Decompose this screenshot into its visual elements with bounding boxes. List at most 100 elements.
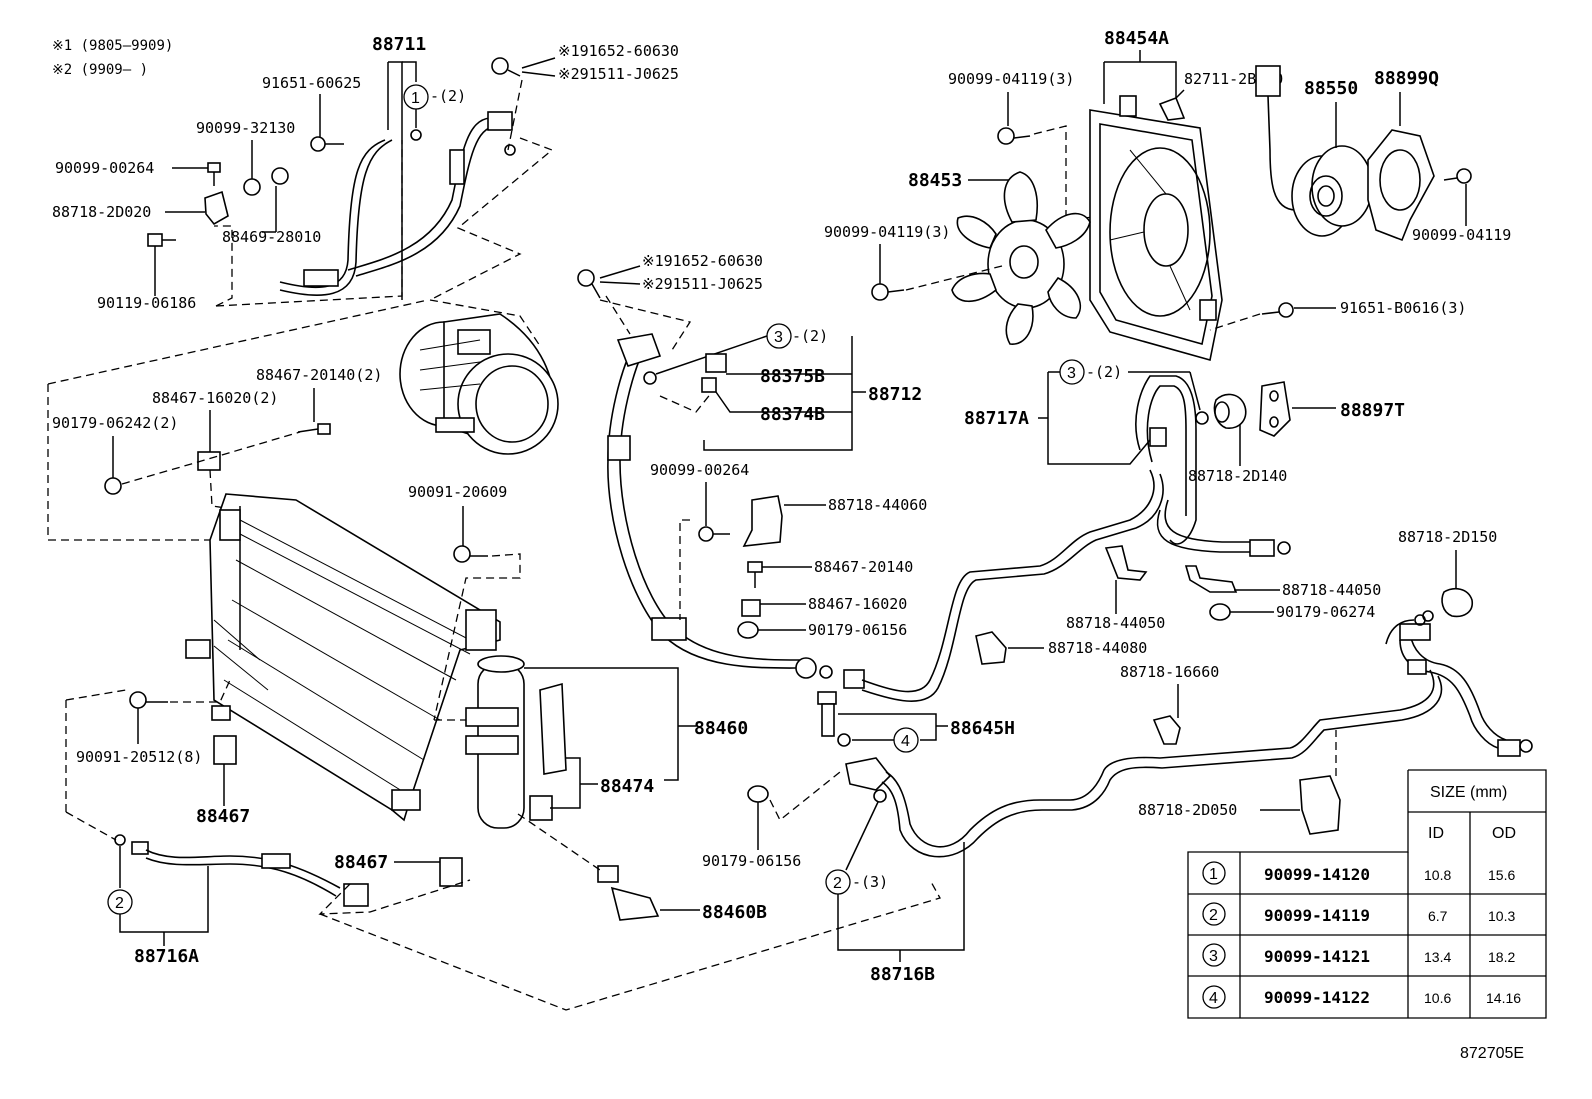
table-row-2-num: 2 [1209, 907, 1218, 924]
filter-element [529, 682, 567, 821]
label-91651-60625[interactable]: 91651-60625 [262, 74, 361, 92]
size-table-col-id: ID [1428, 825, 1444, 842]
label-90179-06156-b[interactable]: 90179-06156 [702, 852, 801, 870]
motor-cover [1367, 129, 1435, 242]
right-clamp-group: 88718-2D150 88718-44050 88718-44050 9017… [975, 528, 1497, 835]
table-row-2-od: 10.3 [1488, 908, 1515, 924]
label-88469-28010[interactable]: 88469-28010 [222, 228, 321, 246]
bolt-icon [147, 233, 176, 247]
label-88467-a[interactable]: 88467 [196, 806, 250, 827]
callout-2-b-qty: -(3) [852, 873, 888, 891]
label-88375B[interactable]: 88375B [760, 366, 825, 387]
table-row-4-part[interactable]: 90099-14122 [1264, 988, 1370, 1007]
label-88718-44080[interactable]: 88718-44080 [1048, 639, 1147, 657]
clamp-icon [975, 631, 1007, 665]
label-note1-91652-60630-b[interactable]: ※191652-60630 [642, 252, 763, 270]
hose-fitting [303, 269, 339, 287]
label-88712[interactable]: 88712 [868, 384, 922, 405]
label-note2-91511-J0625-b[interactable]: ※291511-J0625 [642, 275, 763, 293]
callout-3-b-qty: -(2) [1086, 363, 1122, 381]
label-88645H[interactable]: 88645H [950, 718, 1015, 739]
table-row-2-part[interactable]: 90099-14119 [1264, 906, 1370, 925]
label-88718-44050-b[interactable]: 88718-44050 [1282, 581, 1381, 599]
bolt-icon [491, 57, 521, 77]
bolt-icon [297, 423, 331, 435]
label-88718-44060[interactable]: 88718-44060 [828, 496, 927, 514]
label-90099-04119-x3-a[interactable]: 90099-04119(3) [948, 70, 1074, 88]
label-88460B[interactable]: 88460B [702, 902, 767, 923]
suction-hose-group: ※191652-60630 ※291511-J0625 3 -(2) 88712… [577, 252, 922, 669]
label-88718-2D050[interactable]: 88718-2D050 [1138, 801, 1237, 819]
compressor-mount-group: 88467-20140(2) 88467-16020(2) 90179-0624… [47, 299, 429, 541]
callout-2-a-num: 2 [115, 895, 124, 912]
label-90119-06186[interactable]: 90119-06186 [97, 294, 196, 312]
label-88467-16020-x2[interactable]: 88467-16020(2) [152, 389, 278, 407]
label-90099-00264-b[interactable]: 90099-00264 [650, 461, 749, 479]
label-88716A[interactable]: 88716A [134, 946, 199, 967]
label-90099-32130[interactable]: 90099-32130 [196, 119, 295, 137]
clamp-icon [204, 190, 229, 226]
bolt-icon [997, 127, 1031, 145]
label-88717A[interactable]: 88717A [964, 408, 1029, 429]
label-90179-06156-a[interactable]: 90179-06156 [808, 621, 907, 639]
label-88899Q[interactable]: 88899Q [1374, 68, 1439, 89]
label-90091-20609[interactable]: 90091-20609 [408, 483, 507, 501]
table-row-3-part[interactable]: 90099-14121 [1264, 947, 1370, 966]
label-note1-91652-60630-a[interactable]: ※191652-60630 [558, 42, 679, 60]
label-88467-20140[interactable]: 88467-20140 [814, 558, 913, 576]
callout-4-num: 4 [901, 733, 910, 750]
bracket-icon [1299, 775, 1341, 835]
bracket-88460B [597, 865, 660, 921]
label-88467-b[interactable]: 88467 [334, 852, 388, 873]
label-90099-04119[interactable]: 90099-04119 [1412, 226, 1511, 244]
table-row-1-od: 15.6 [1488, 867, 1515, 883]
label-88718-2D020[interactable]: 88718-2D020 [52, 203, 151, 221]
label-88550[interactable]: 88550 [1304, 78, 1358, 99]
label-88474[interactable]: 88474 [600, 776, 654, 797]
table-row-1-num: 1 [1209, 866, 1218, 883]
compressor [399, 313, 559, 455]
label-88718-2D140[interactable]: 88718-2D140 [1188, 467, 1287, 485]
clip-icon [1158, 96, 1186, 121]
callout-2-b-num: 2 [833, 875, 842, 892]
label-88897T[interactable]: 88897T [1340, 400, 1405, 421]
note-2: ※2 (9909– ) [52, 62, 148, 78]
label-88374B[interactable]: 88374B [760, 404, 825, 425]
size-table-title: SIZE (mm) [1430, 784, 1507, 801]
label-90099-00264-a[interactable]: 90099-00264 [55, 159, 154, 177]
discharge-hose-group: 88711 1 -(2) 91651-60625 90099-32130 900… [52, 34, 513, 312]
label-88454A[interactable]: 88454A [1104, 28, 1169, 49]
bolt-icon [747, 561, 763, 573]
callout-1-qty: -(2) [430, 87, 466, 105]
cushion-icon [439, 857, 463, 887]
label-88453[interactable]: 88453 [908, 170, 962, 191]
cap-icon [705, 353, 727, 373]
nut-icon [737, 621, 759, 639]
nut-icon [1209, 603, 1231, 621]
label-88711[interactable]: 88711 [372, 34, 426, 55]
clamp-icon [1104, 545, 1148, 581]
label-90091-20512-x8[interactable]: 90091-20512(8) [76, 748, 202, 766]
label-note2-91511-J0625-a[interactable]: ※291511-J0625 [558, 65, 679, 83]
grommet-icon [211, 705, 231, 721]
label-88718-2D150[interactable]: 88718-2D150 [1398, 528, 1497, 546]
label-88467-20140-x2[interactable]: 88467-20140(2) [256, 366, 382, 384]
table-row-1-part[interactable]: 90099-14120 [1264, 865, 1370, 884]
nut-icon [104, 477, 122, 495]
label-88718-44050-a[interactable]: 88718-44050 [1066, 614, 1165, 632]
size-table: SIZE (mm) ID OD 1 90099-14120 10.8 15.6 … [1187, 769, 1547, 1019]
spacer-icon [741, 599, 761, 617]
label-90099-04119-x3-b[interactable]: 90099-04119(3) [824, 223, 950, 241]
label-88467-16020[interactable]: 88467-16020 [808, 595, 907, 613]
label-88718-16660[interactable]: 88718-16660 [1120, 663, 1219, 681]
label-91651-B0616-x3[interactable]: 91651-B0616(3) [1340, 299, 1466, 317]
label-88460[interactable]: 88460 [694, 718, 748, 739]
label-90179-06242-x2[interactable]: 90179-06242(2) [52, 414, 178, 432]
label-90179-06274[interactable]: 90179-06274 [1276, 603, 1375, 621]
nut-icon [747, 785, 769, 803]
label-88716B[interactable]: 88716B [870, 964, 935, 985]
table-row-2-id: 6.7 [1428, 908, 1448, 924]
note-1: ※1 (9805–9909) [52, 38, 173, 54]
fan-blade [951, 171, 1091, 345]
